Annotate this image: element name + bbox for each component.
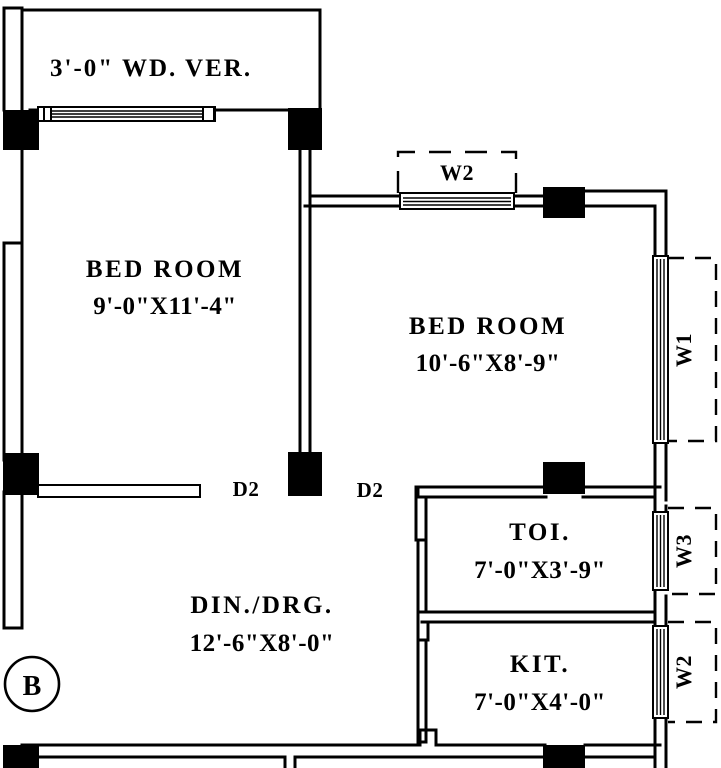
- bed-room-2-dims: 10'-6"X8'-9": [416, 350, 561, 377]
- bed-room-2-name: BED ROOM: [409, 313, 567, 340]
- grid-marker-circle: [3, 655, 61, 713]
- bed2-toilet-wall: [414, 485, 662, 542]
- window-tag-w2-kitchen: W2: [671, 655, 696, 689]
- bottom-exterior-wall: [20, 728, 662, 768]
- kitchen-name: KIT.: [510, 651, 570, 678]
- window-w2-top-bracket: [396, 150, 518, 193]
- column-bed2-top: [543, 187, 585, 218]
- kitchen-dims: 7'-0"X4'-0": [474, 689, 606, 716]
- bed-room-1-dims: 9'-0"X11'-4": [93, 293, 236, 320]
- window-tag-w2-top: W2: [440, 160, 474, 185]
- column-left-lower: [3, 453, 39, 495]
- right-exterior-wall: [653, 189, 668, 768]
- toilet-dims: 7'-0"X3'-9": [474, 557, 606, 584]
- window-tag-w1: W1: [671, 333, 696, 367]
- bed2-top-wall: [303, 189, 668, 208]
- grid-marker-b: B: [3, 655, 61, 713]
- window-w3-glazing: [652, 511, 669, 591]
- grid-marker-label: B: [23, 671, 42, 702]
- column-bottom-mid: [543, 745, 585, 768]
- window-w1-bracket: [668, 256, 718, 443]
- window-w2-top-glazing: [399, 192, 515, 210]
- bed-room-1-name: BED ROOM: [86, 256, 244, 283]
- column-mid-upper: [288, 108, 322, 150]
- door-tag-left: D2: [233, 477, 260, 501]
- bed1-dining-wall: [37, 484, 201, 498]
- dining-drawing-dims: 12'-6"X8'-0": [190, 630, 335, 657]
- verandah-window-glazing: [37, 106, 216, 122]
- toilet-kitchen-wall: [416, 610, 657, 642]
- window-w2-kitchen-glazing: [652, 625, 669, 719]
- door-tag-right: D2: [357, 478, 384, 502]
- window-tag-w3: W3: [671, 534, 696, 568]
- column-bed2-bottom: [543, 462, 585, 494]
- column-mid-lower: [288, 452, 322, 496]
- dining-drawing-name: DIN./DRG.: [190, 592, 333, 619]
- column-left-upper: [3, 110, 39, 150]
- central-dividing-wall: [298, 146, 312, 457]
- window-w2-kitchen-bracket: [668, 620, 718, 724]
- toilet-name: TOI.: [509, 519, 571, 546]
- left-exterior-wall: [2, 6, 24, 630]
- window-w3-bracket: [668, 506, 718, 596]
- verandah-label: 3'-0" WD. VER.: [50, 55, 252, 82]
- window-w1-glazing: [652, 255, 669, 444]
- verandah-top-wall: [20, 8, 322, 112]
